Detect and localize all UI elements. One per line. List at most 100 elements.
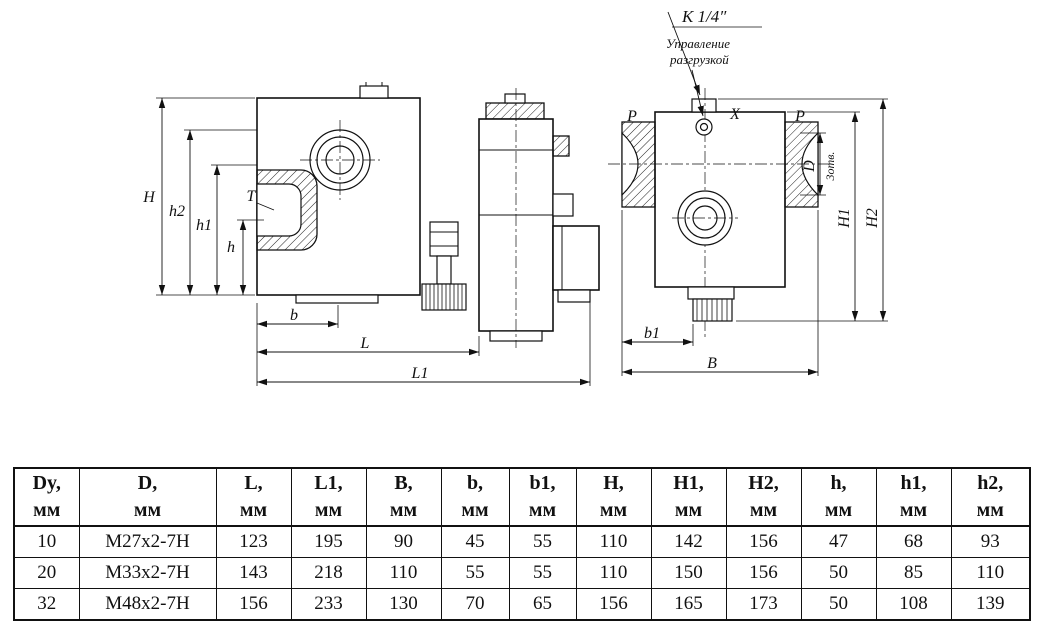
table-cell: 123 [215, 525, 292, 558]
solenoid [552, 225, 600, 303]
callout-note-line2: разгрузкой [669, 52, 729, 67]
table-cell: 85 [875, 557, 952, 589]
knurled-knob-ribs [425, 284, 463, 310]
dim-label-h1: h1 [196, 217, 212, 234]
table-cell: 93 [950, 525, 1031, 558]
table-cell: 173 [725, 588, 802, 621]
table-cell: 70 [440, 588, 510, 621]
table-cell: 55 [508, 557, 577, 589]
table-cell: 150 [650, 557, 727, 589]
top-fitting-front [691, 98, 717, 113]
col-header-H: H,мм [575, 467, 652, 527]
col-header-L1: L1,мм [290, 467, 367, 527]
table-cell: М48х2-7Н [78, 588, 217, 621]
table-cell: 156 [725, 525, 802, 558]
front-port-circle [672, 190, 738, 246]
front-bottom-stack [687, 286, 735, 322]
top-fitting-side [359, 85, 389, 99]
table-cell: 55 [440, 557, 510, 589]
side-view: H h2 h1 h T b L L1 [142, 82, 600, 386]
callout: К 1/4″ Управление разгрузкой [666, 7, 762, 117]
table-cell: 45 [440, 525, 510, 558]
table-cell: 90 [365, 525, 442, 558]
dim-label-B: B [707, 355, 717, 372]
side-port-T [256, 169, 318, 251]
table-row: 10 М27х2-7Н 123 195 90 45 55 110 142 156… [13, 525, 1031, 558]
port-label-T: T [247, 188, 257, 205]
table-cell: 50 [800, 588, 877, 621]
dim-label-D: D [801, 160, 818, 173]
dim-D: D 3отв. [800, 132, 837, 196]
dim-label-L: L [360, 335, 370, 352]
table-cell: 50 [800, 557, 877, 589]
table-cell: 156 [725, 557, 802, 589]
dim-label-H: H [142, 189, 156, 206]
table-cell: 32 [13, 588, 80, 621]
dim-label-holes: 3отв. [823, 152, 837, 182]
table-cell: 20 [13, 557, 80, 589]
adjustment-valve [421, 221, 467, 311]
port-boss-left [621, 121, 656, 208]
front-width-dims: b1 B [621, 210, 819, 376]
col-header-h2: h2,мм [950, 467, 1031, 527]
table-row: 20 М33х2-7Н 143 218 110 55 55 110 150 15… [13, 557, 1031, 589]
valve-drawing-svg: H h2 h1 h T b L L1 [142, 7, 888, 386]
table-cell: 110 [950, 557, 1031, 589]
front-view: P X P D 3отв. H1 [608, 7, 888, 376]
table-cell: 195 [290, 525, 367, 558]
technical-drawing: H h2 h1 h T b L L1 [142, 7, 888, 386]
table-cell: М33х2-7Н [78, 557, 217, 589]
pilot-section [478, 88, 574, 348]
dimension-table: Dy,мм D,мм L,мм L1,мм B,мм b,мм b1,мм H,… [13, 467, 1031, 621]
col-header-h1: h1,мм [875, 467, 952, 527]
dim-label-H1: H1 [836, 208, 853, 229]
table-cell: 108 [875, 588, 952, 621]
side-view-dimensions: H h2 h1 h T b L L1 [142, 97, 591, 386]
table-cell: 165 [650, 588, 727, 621]
col-header-H2: H2,мм [725, 467, 802, 527]
col-header-h: h,мм [800, 467, 877, 527]
table-cell: 143 [215, 557, 292, 589]
port-label-P-left: P [626, 108, 637, 125]
dim-label-H2: H2 [864, 208, 881, 229]
main-port-circle [300, 120, 380, 200]
dim-label-h2: h2 [169, 203, 185, 220]
col-header-b1: b1,мм [508, 467, 577, 527]
col-header-H1: H1,мм [650, 467, 727, 527]
table-cell: 218 [290, 557, 367, 589]
table-cell: 47 [800, 525, 877, 558]
col-header-D: D,мм [78, 467, 217, 527]
table-cell: 68 [875, 525, 952, 558]
table-cell: 233 [290, 588, 367, 621]
bottom-plate [295, 294, 379, 304]
col-header-B: B,мм [365, 467, 442, 527]
table-cell: 10 [13, 525, 80, 558]
table-header-row: Dy,мм D,мм L,мм L1,мм B,мм b,мм b1,мм H,… [13, 467, 1031, 527]
port-label-X: X [729, 106, 741, 123]
dim-label-b1: b1 [644, 325, 660, 342]
dim-label-b: b [290, 307, 298, 324]
col-header-Dy: Dy,мм [13, 467, 80, 527]
col-header-L: L,мм [215, 467, 292, 527]
dim-label-h: h [227, 239, 235, 256]
table-cell: 156 [215, 588, 292, 621]
front-height-dims: H1 H2 [718, 98, 888, 322]
table-cell: 130 [365, 588, 442, 621]
dim-label-L1: L1 [411, 365, 429, 382]
table-cell: М27х2-7Н [78, 525, 217, 558]
table-cell: 110 [575, 525, 652, 558]
port-boss-right [784, 121, 819, 208]
callout-note-line1: Управление [666, 36, 730, 51]
pilot-port-X [695, 118, 713, 136]
table-cell: 65 [508, 588, 577, 621]
table-cell: 55 [508, 525, 577, 558]
table-cell: 110 [365, 557, 442, 589]
table-cell: 142 [650, 525, 727, 558]
col-header-b: b,мм [440, 467, 510, 527]
table-cell: 139 [950, 588, 1031, 621]
table-cell: 156 [575, 588, 652, 621]
port-label-P-right: P [794, 108, 805, 125]
table-row: 32 М48х2-7Н 156 233 130 70 65 156 165 17… [13, 588, 1031, 621]
table-cell: 110 [575, 557, 652, 589]
